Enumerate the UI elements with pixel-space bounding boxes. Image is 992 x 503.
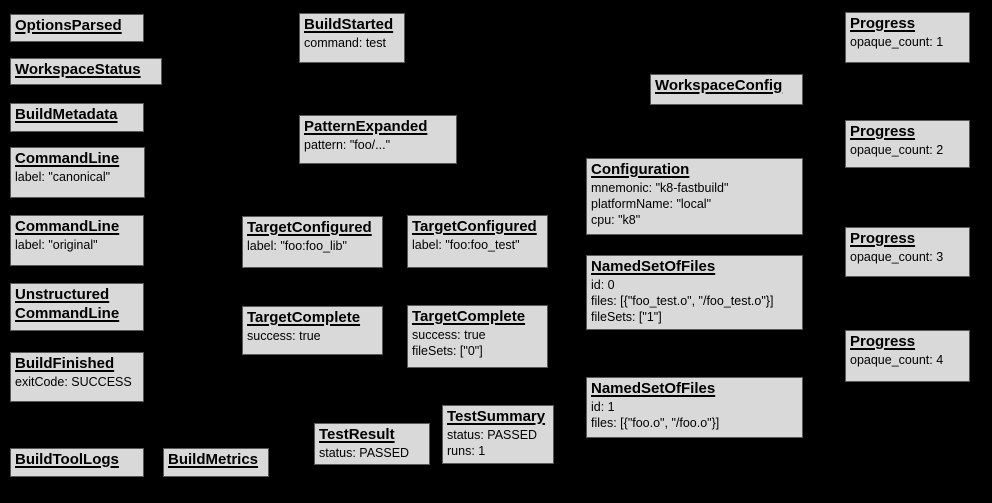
- node-attribute: exitCode: SUCCESS: [15, 374, 132, 389]
- node-workspace-config: WorkspaceConfig: [650, 74, 803, 105]
- node-title: BuildMetrics: [168, 451, 259, 468]
- node-attribute: opaque_count: 3: [850, 249, 944, 264]
- node-command-line-canonical: CommandLine label: "canonical": [10, 147, 145, 198]
- node-attribute: pattern: "foo/...": [304, 137, 391, 152]
- node-progress-2: Progress opaque_count: 2: [845, 120, 970, 168]
- node-title: TargetComplete: [247, 309, 361, 326]
- node-title: NamedSetOfFiles: [591, 258, 716, 275]
- node-workspace-status: WorkspaceStatus: [10, 58, 162, 85]
- node-title: BuildToolLogs: [15, 451, 119, 468]
- node-target-configured-foo-lib: TargetConfigured label: "foo:foo_lib": [242, 216, 383, 268]
- node-progress-3: Progress opaque_count: 3: [845, 227, 970, 277]
- node-attribute: opaque_count: 2: [850, 142, 944, 157]
- node-attribute: label: "foo:foo_lib": [247, 238, 347, 253]
- node-attribute: status: PASSED: [319, 445, 410, 460]
- node-title: OptionsParsed: [15, 17, 122, 34]
- node-attribute: id: 0: [591, 277, 615, 292]
- node-attribute: opaque_count: 1: [850, 34, 944, 49]
- node-attribute: mnemonic: "k8-fastbuild": [591, 180, 729, 195]
- node-title: BuildStarted: [304, 16, 394, 33]
- node-command-line-original: CommandLine label: "original": [10, 215, 144, 266]
- node-title: BuildFinished: [15, 355, 115, 372]
- node-title: PatternExpanded: [304, 118, 428, 135]
- node-attribute: runs: 1: [447, 443, 486, 458]
- node-title: Progress: [850, 123, 916, 140]
- node-attribute: platformName: "local": [591, 196, 712, 211]
- node-title: Progress: [850, 333, 916, 350]
- node-build-started: BuildStarted command: test: [299, 13, 405, 63]
- node-options-parsed: OptionsParsed: [10, 14, 144, 42]
- node-attribute: label: "foo:foo_test": [412, 237, 520, 252]
- node-attribute: fileSets: ["1"]: [591, 309, 662, 324]
- node-attribute: label: "canonical": [15, 169, 111, 184]
- node-title: TargetConfigured: [247, 219, 372, 236]
- node-title: Progress: [850, 15, 916, 32]
- node-attribute: files: [{"foo.o", "/foo.o"}]: [591, 415, 720, 430]
- node-pattern-expanded: PatternExpanded pattern: "foo/...": [299, 115, 457, 164]
- node-attribute: command: test: [304, 35, 386, 50]
- node-title: TestSummary: [447, 408, 546, 425]
- node-attribute: id: 1: [591, 399, 615, 414]
- node-attribute: fileSets: ["0"]: [412, 343, 483, 358]
- node-title: Unstructured CommandLine: [15, 286, 120, 322]
- node-attribute: success: true: [247, 328, 321, 343]
- node-target-complete-lib: TargetComplete success: true: [242, 306, 383, 355]
- node-title: TestResult: [319, 426, 395, 443]
- node-build-metadata: BuildMetadata: [10, 103, 144, 132]
- node-attribute: opaque_count: 4: [850, 352, 944, 367]
- node-attribute: status: PASSED: [447, 427, 538, 442]
- node-build-metrics: BuildMetrics: [163, 448, 269, 477]
- node-target-configured-foo-test: TargetConfigured label: "foo:foo_test": [407, 215, 548, 268]
- node-progress-4: Progress opaque_count: 4: [845, 330, 970, 382]
- node-title: Progress: [850, 230, 916, 247]
- node-attribute: success: true: [412, 327, 486, 342]
- node-attribute: label: "original": [15, 237, 98, 252]
- node-title: TargetConfigured: [412, 218, 537, 235]
- node-attribute: cpu: "k8": [591, 212, 641, 227]
- node-unstructured-command-line: Unstructured CommandLine: [10, 283, 144, 331]
- node-title: Configuration: [591, 161, 690, 178]
- node-title: TargetComplete: [412, 308, 526, 325]
- node-title: CommandLine: [15, 218, 120, 235]
- node-title: WorkspaceStatus: [15, 61, 141, 78]
- node-title: WorkspaceConfig: [655, 77, 783, 94]
- node-attribute: files: [{"foo_test.o", "/foo_test.o"}]: [591, 293, 774, 308]
- node-title: NamedSetOfFiles: [591, 380, 716, 397]
- node-title: BuildMetadata: [15, 106, 118, 123]
- node-configuration: Configuration mnemonic: "k8-fastbuild"pla…: [586, 158, 803, 235]
- node-build-finished: BuildFinished exitCode: SUCCESS: [10, 352, 144, 402]
- node-progress-1: Progress opaque_count: 1: [845, 12, 970, 63]
- node-title: CommandLine: [15, 150, 120, 167]
- node-build-tool-logs: BuildToolLogs: [10, 448, 144, 477]
- node-test-result: TestResult status: PASSED: [314, 423, 430, 465]
